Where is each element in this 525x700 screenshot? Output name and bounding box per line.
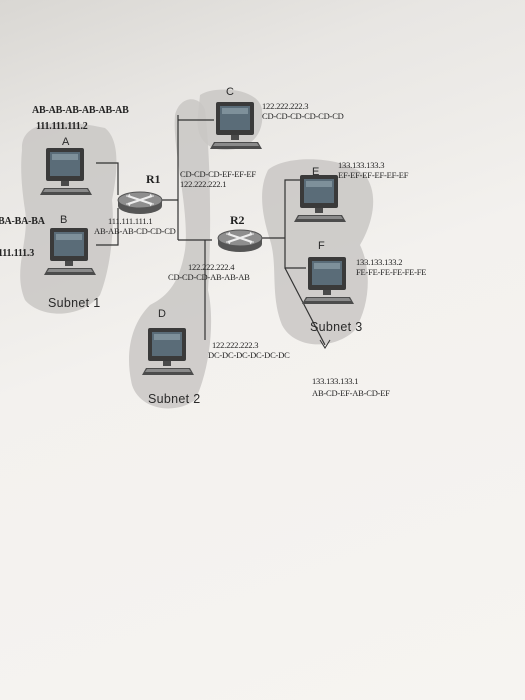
host-a-ip: 111.111.111.2	[36, 121, 88, 132]
link-b-r1	[96, 208, 119, 246]
router-r1	[117, 191, 163, 215]
host-a-mac: AB-AB-AB-AB-AB-AB	[32, 105, 129, 116]
host-a-label: A	[62, 136, 70, 148]
host-d-label: D	[158, 308, 166, 320]
host-c-ip: 122.222.222.3	[262, 101, 309, 111]
link-subnet3-out	[284, 267, 326, 346]
r2-subnet3-mac: AB-CD-EF-AB-CD-EF	[312, 388, 390, 398]
r2-subnet3-ip: 133.133.133.1	[312, 376, 359, 386]
router-r1-label: R1	[146, 172, 161, 186]
host-e-label: E	[312, 166, 320, 178]
host-b-ip: 111.111.3	[0, 248, 34, 259]
router-r2-label: R2	[230, 213, 245, 227]
host-e-ip: 133.133.133.3	[338, 160, 385, 170]
r2-subnet2-mac: CD-CD-CD-AB-AB-AB	[168, 272, 250, 282]
host-c-label: C	[226, 86, 234, 98]
router-r2	[217, 229, 263, 253]
r1-subnet1-ip: 111.111.111.1	[108, 216, 153, 226]
subnet-3-label: Subnet 3	[310, 320, 363, 334]
host-e-mac: EF-EF-EF-EF-EF-EF	[338, 170, 409, 180]
subnet-1-region	[20, 122, 117, 314]
network-links	[96, 115, 326, 346]
r1-subnet1-mac: AB-AB-AB-CD-CD-CD	[94, 226, 176, 236]
host-d-ip: 122.222.222.3	[212, 340, 259, 350]
host-f-label: F	[318, 240, 325, 252]
r1-subnet2-ip: 122.222.222.1	[180, 179, 227, 189]
host-b-mac: BA-BA-BA	[0, 216, 45, 227]
host-c-mac: CD-CD-CD-CD-CD-CD	[262, 111, 344, 121]
subnet-1-label: Subnet 1	[48, 296, 101, 310]
host-b-label: B	[60, 214, 68, 226]
r2-subnet2-ip: 122.222.222.4	[188, 262, 235, 272]
host-f-ip: 133.133.133.2	[356, 257, 403, 267]
host-f-mac: FE-FE-FE-FE-FE-FE	[356, 267, 427, 277]
r1-subnet2-mac: CD-CD-CD-EF-EF-EF	[180, 169, 256, 179]
host-d-mac: DC-DC-DC-DC-DC-DC	[208, 350, 290, 360]
subnet-2-label: Subnet 2	[148, 392, 201, 406]
link-subnet2-bus	[177, 115, 212, 340]
link-a-r1	[96, 162, 119, 195]
